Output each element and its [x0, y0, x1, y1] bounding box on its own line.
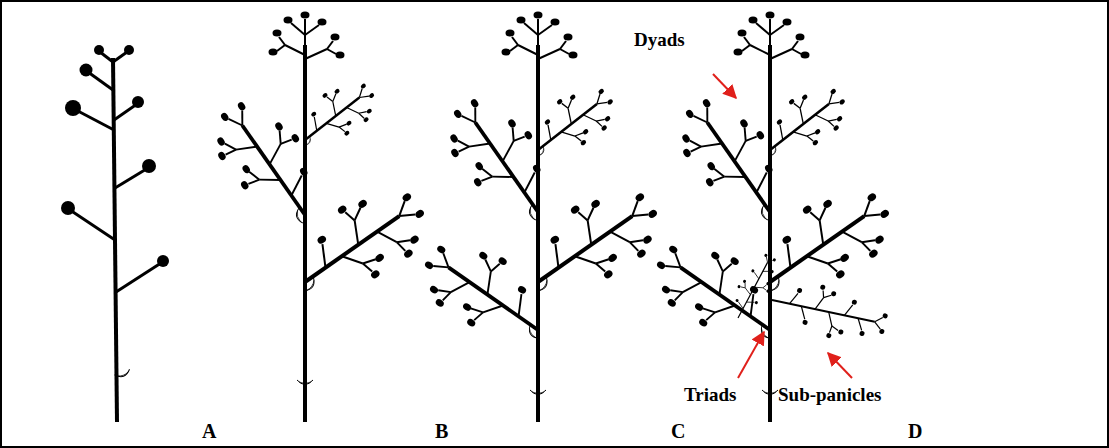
callout-label: Triads	[684, 385, 736, 404]
panel-letter: B	[435, 421, 448, 441]
panel-letter: C	[671, 421, 685, 441]
panicle-d	[641, 12, 905, 423]
callout-label: Dyads	[634, 30, 685, 49]
leader-arrows	[713, 74, 852, 378]
panel-letter: D	[908, 421, 922, 441]
raceme-a	[61, 45, 169, 422]
panicle-b	[199, 12, 440, 423]
panel-letter: A	[202, 421, 216, 441]
callout-label: Sub-panicles	[778, 385, 881, 404]
panicle-c	[409, 12, 673, 423]
